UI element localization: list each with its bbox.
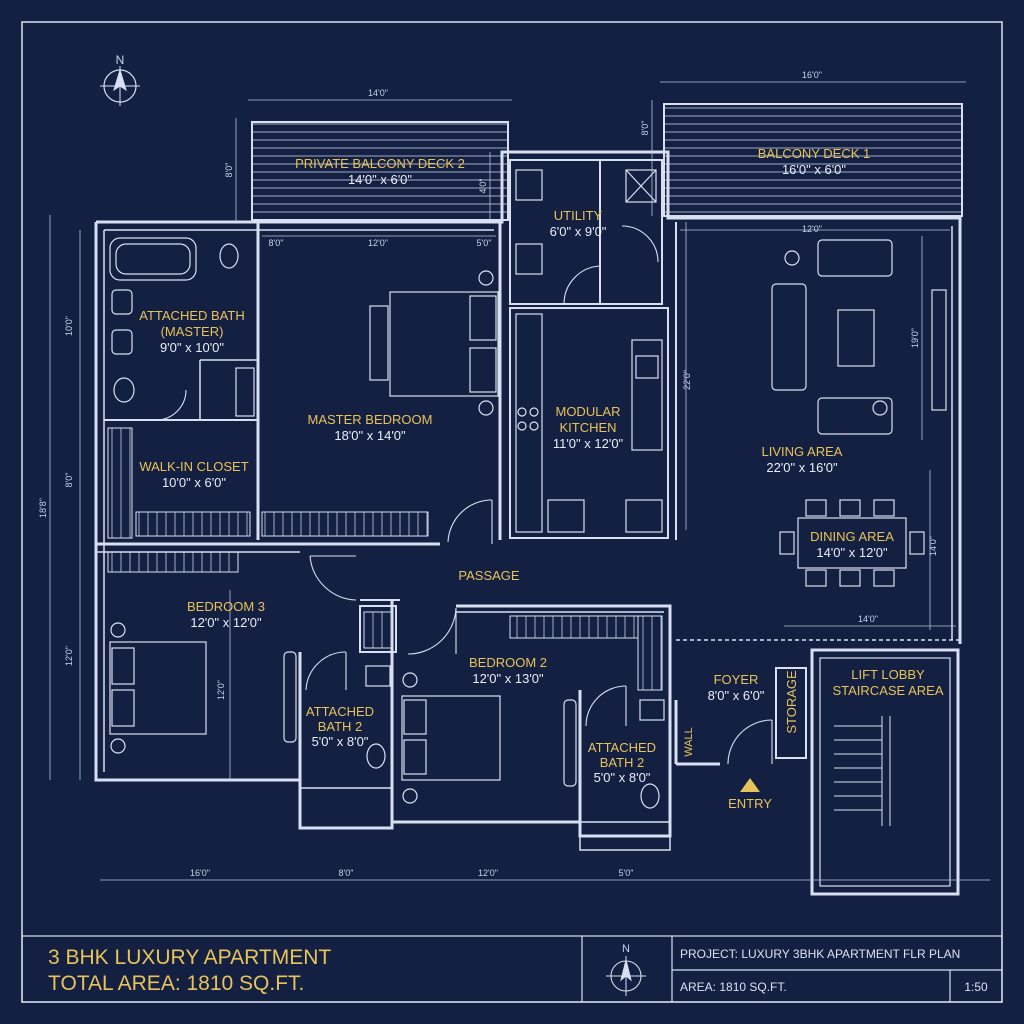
dim-left-8: 8'0": [224, 163, 234, 178]
dim-lv-19: 19'0": [910, 328, 920, 348]
master-bath-name-1: ATTACHED BATH: [139, 308, 244, 323]
dimension-lines: [49, 81, 990, 881]
master-bedroom-name: MASTER BEDROOM: [308, 412, 433, 427]
furniture: [109, 169, 947, 809]
dim-right-6: 8'0": [640, 121, 650, 136]
balcony-2-name: PRIVATE BALCONY DECK 2: [295, 156, 465, 171]
balcony-2-size: 14'0" x 6'0": [348, 172, 412, 187]
master-bath-size: 9'0" x 10'0": [160, 340, 224, 355]
closet-rails: [107, 427, 663, 691]
title-project: PROJECT: LUXURY 3BHK APARTMENT FLR PLAN: [680, 947, 960, 961]
title-block: [21, 935, 1003, 1003]
dining-size: 14'0" x 12'0": [816, 545, 888, 560]
doors: [155, 225, 773, 765]
dim-left-18: 18'8": [38, 498, 48, 518]
dim-mb-8: 8'0": [269, 238, 284, 248]
dim-left-9: 8'0": [64, 473, 74, 488]
title-north-label: N: [622, 943, 630, 955]
dim-bot-16: 16'0": [190, 868, 210, 878]
dim-b3-12: 12'0": [216, 680, 226, 700]
dim-bot-5: 5'0": [619, 868, 634, 878]
lift-name-1: LIFT LOBBY: [851, 667, 925, 682]
bedroom-3-size: 12'0" x 12'0": [190, 615, 262, 630]
foyer-name: FOYER: [714, 672, 759, 687]
utility-size: 6'0" x 9'0": [550, 224, 607, 239]
living-name: LIVING AREA: [762, 444, 843, 459]
entry-arrow-icon: [740, 778, 760, 792]
passage-name: PASSAGE: [458, 568, 520, 583]
dim-mb-12: 12'0": [368, 238, 388, 248]
utility-name: UTILITY: [554, 208, 603, 223]
title-line-2: TOTAL AREA: 1810 SQ.FT.: [48, 972, 304, 995]
title-area: AREA: 1810 SQ.FT.: [680, 980, 787, 994]
wall-label: WALL: [683, 727, 695, 757]
dim-bot-12: 12'0": [478, 868, 498, 878]
balcony-deck-1: [663, 103, 963, 217]
north-label: N: [116, 53, 125, 67]
bath-2b-name-1: ATTACHED: [588, 740, 656, 755]
dim-top-left: 14'0": [368, 88, 388, 98]
storage-name: STORAGE: [784, 670, 799, 734]
living-size: 22'0" x 16'0": [766, 460, 838, 475]
dim-lv-22: 22'0": [682, 370, 692, 390]
closet-name: WALK-IN CLOSET: [139, 459, 248, 474]
dim-left-12: 12'0": [64, 646, 74, 666]
bedroom-3-name: BEDROOM 3: [187, 599, 265, 614]
bath-2a-size: 5'0" x 8'0": [312, 734, 369, 749]
kitchen-name-1: MODULAR: [555, 404, 620, 419]
bath-2a-name-1: ATTACHED: [306, 704, 374, 719]
bedroom-2-size: 12'0" x 13'0": [472, 671, 544, 686]
walls: [94, 150, 962, 896]
kitchen-size: 11'0" x 12'0": [553, 436, 624, 451]
dim-top-right: 16'0": [802, 70, 822, 80]
dim-mb-5: 5'0": [477, 238, 492, 248]
staircase: [834, 716, 891, 826]
dim-left-10: 10'0": [64, 316, 74, 336]
dim-lv-14h: 14'0": [858, 614, 878, 624]
title-line-1: 3 BHK LUXURY APARTMENT: [48, 946, 331, 969]
master-bath-name-2: (MASTER): [161, 324, 224, 339]
dim-utility-4: 4'0": [478, 179, 488, 194]
bedroom-2-name: BEDROOM 2: [469, 655, 547, 670]
kitchen-name-2: KITCHEN: [559, 420, 616, 435]
title-north-arrow-icon: [606, 956, 646, 996]
lift-name-2: STAIRCASE AREA: [832, 683, 943, 698]
closet-size: 10'0" x 6'0": [162, 475, 226, 490]
balcony-1-size: 16'0" x 6'0": [782, 162, 846, 177]
balcony-deck-2: [251, 121, 509, 221]
foyer-size: 8'0" x 6'0": [708, 688, 765, 703]
dim-lv-12: 12'0": [802, 224, 822, 234]
dim-bot-8: 8'0": [339, 868, 354, 878]
dim-lv-14v: 14'0": [928, 536, 938, 556]
master-bedroom-size: 18'0" x 14'0": [334, 428, 406, 443]
title-scale: 1:50: [964, 980, 988, 994]
dining-name: DINING AREA: [810, 529, 894, 544]
balcony-1-name: BALCONY DECK 1: [758, 146, 870, 161]
bath-2b-size: 5'0" x 8'0": [594, 770, 651, 785]
bath-2b-name-2: BATH 2: [600, 755, 645, 770]
north-arrow-icon: [100, 66, 140, 106]
dimension-labels: 14'0" 16'0" 8'0" 8'0" 4'0" 8'0" 12'0" 5'…: [38, 70, 938, 878]
entry-label: ENTRY: [728, 796, 772, 811]
room-labels: PRIVATE BALCONY DECK 2 14'0" x 6'0" BALC…: [139, 146, 944, 811]
bath-2a-name-2: BATH 2: [318, 719, 363, 734]
